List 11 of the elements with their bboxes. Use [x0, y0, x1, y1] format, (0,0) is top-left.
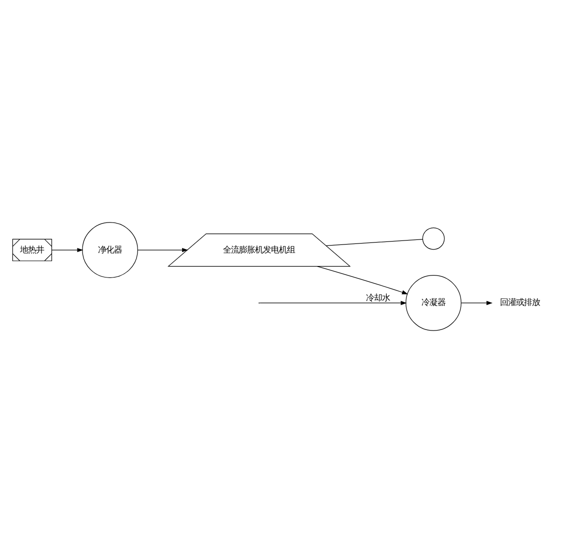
node-text: 回灌或排放	[500, 296, 540, 307]
arrow	[260, 300, 407, 305]
node-circle: 冷凝器	[406, 274, 462, 330]
arrow	[461, 300, 493, 305]
node-circle	[422, 227, 445, 250]
arrow	[137, 247, 188, 252]
arrow	[51, 247, 84, 252]
arrow	[316, 266, 408, 294]
node-circle: 净化器	[82, 222, 138, 278]
connector	[326, 238, 423, 246]
edge-label: 冷却水	[366, 292, 390, 302]
